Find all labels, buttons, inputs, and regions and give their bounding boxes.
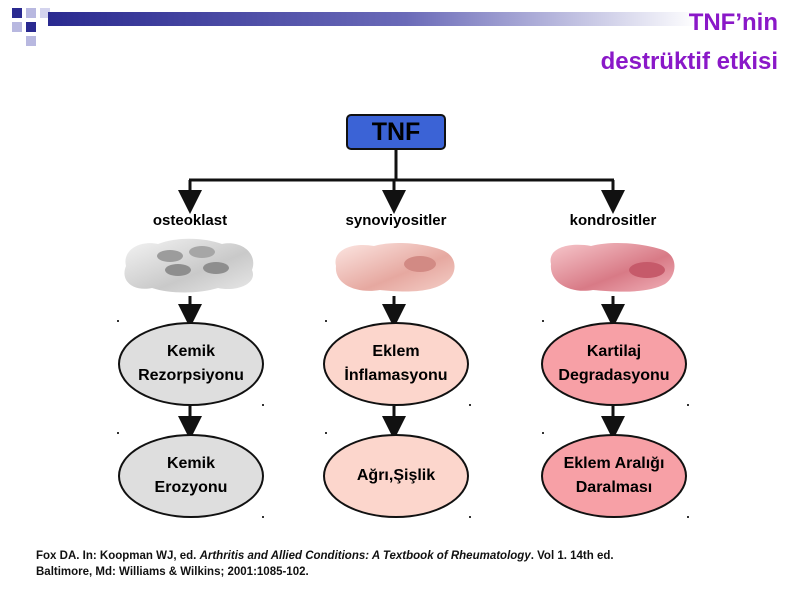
header-square — [12, 22, 22, 32]
header-square — [12, 8, 22, 18]
title-line-1: TNF’nin — [688, 9, 778, 36]
cell-label-kondrositler: kondrositler — [569, 212, 657, 229]
dot — [687, 516, 689, 518]
dot — [325, 432, 327, 434]
dot — [542, 432, 544, 434]
dot — [542, 320, 544, 322]
chondrocyte-illustration — [550, 243, 675, 292]
dot — [117, 320, 119, 322]
outcome-text-line: Kemik — [166, 455, 215, 472]
dot — [469, 404, 471, 406]
effect-text-line: Kartilaj — [586, 343, 642, 360]
dot — [687, 404, 689, 406]
header-square — [40, 8, 50, 18]
reference-prefix: Fox DA. In: Koopman WJ, ed. — [36, 550, 200, 562]
header-bar — [48, 12, 698, 26]
effect-text-line: Rezorpsiyonu — [138, 367, 244, 384]
outcome-text-line: Erozyonu — [154, 479, 228, 496]
effect-text-line: Eklem — [372, 343, 420, 360]
outcome-oval-agri-sislik: Ağrı,Şişlik — [323, 434, 469, 518]
reference-line-2: Baltimore, Md: Williams & Wilkins; 2001:… — [36, 566, 309, 578]
header-decoration — [12, 8, 698, 46]
effect-text-line: Kemik — [166, 343, 215, 360]
outcome-text-line: Eklem Aralığı — [563, 455, 665, 472]
dot — [325, 320, 327, 322]
effect-text-line: Degradasyonu — [558, 367, 670, 384]
effect-text-line: İnflamasyonu — [344, 367, 448, 384]
reference-suffix: . Vol 1. 14th ed. — [530, 550, 614, 562]
header-square — [26, 8, 36, 18]
synoviocyte-illustration — [335, 243, 455, 292]
tnf-box: TNF — [346, 114, 446, 150]
outcome-text-line: Daralması — [575, 479, 653, 496]
dot — [262, 516, 264, 518]
cell-label-osteoklast: osteoklast — [152, 212, 228, 229]
cell-label-synoviyositler: synoviyositler — [345, 212, 447, 229]
header-square — [26, 36, 36, 46]
reference: Fox DA. In: Koopman WJ, ed. Arthritis an… — [36, 548, 776, 580]
osteoclast-illustration — [124, 238, 254, 293]
slide-title: TNF’nin destrüktif etkisi — [601, 8, 778, 76]
title-line-2: destrüktif etkisi — [600, 48, 778, 75]
dot — [117, 432, 119, 434]
outcome-text-line: Ağrı,Şişlik — [356, 467, 436, 484]
reference-book-title: Arthritis and Allied Conditions: A Textb… — [199, 550, 531, 562]
header-square — [26, 22, 36, 32]
dot — [469, 516, 471, 518]
dot — [262, 404, 264, 406]
